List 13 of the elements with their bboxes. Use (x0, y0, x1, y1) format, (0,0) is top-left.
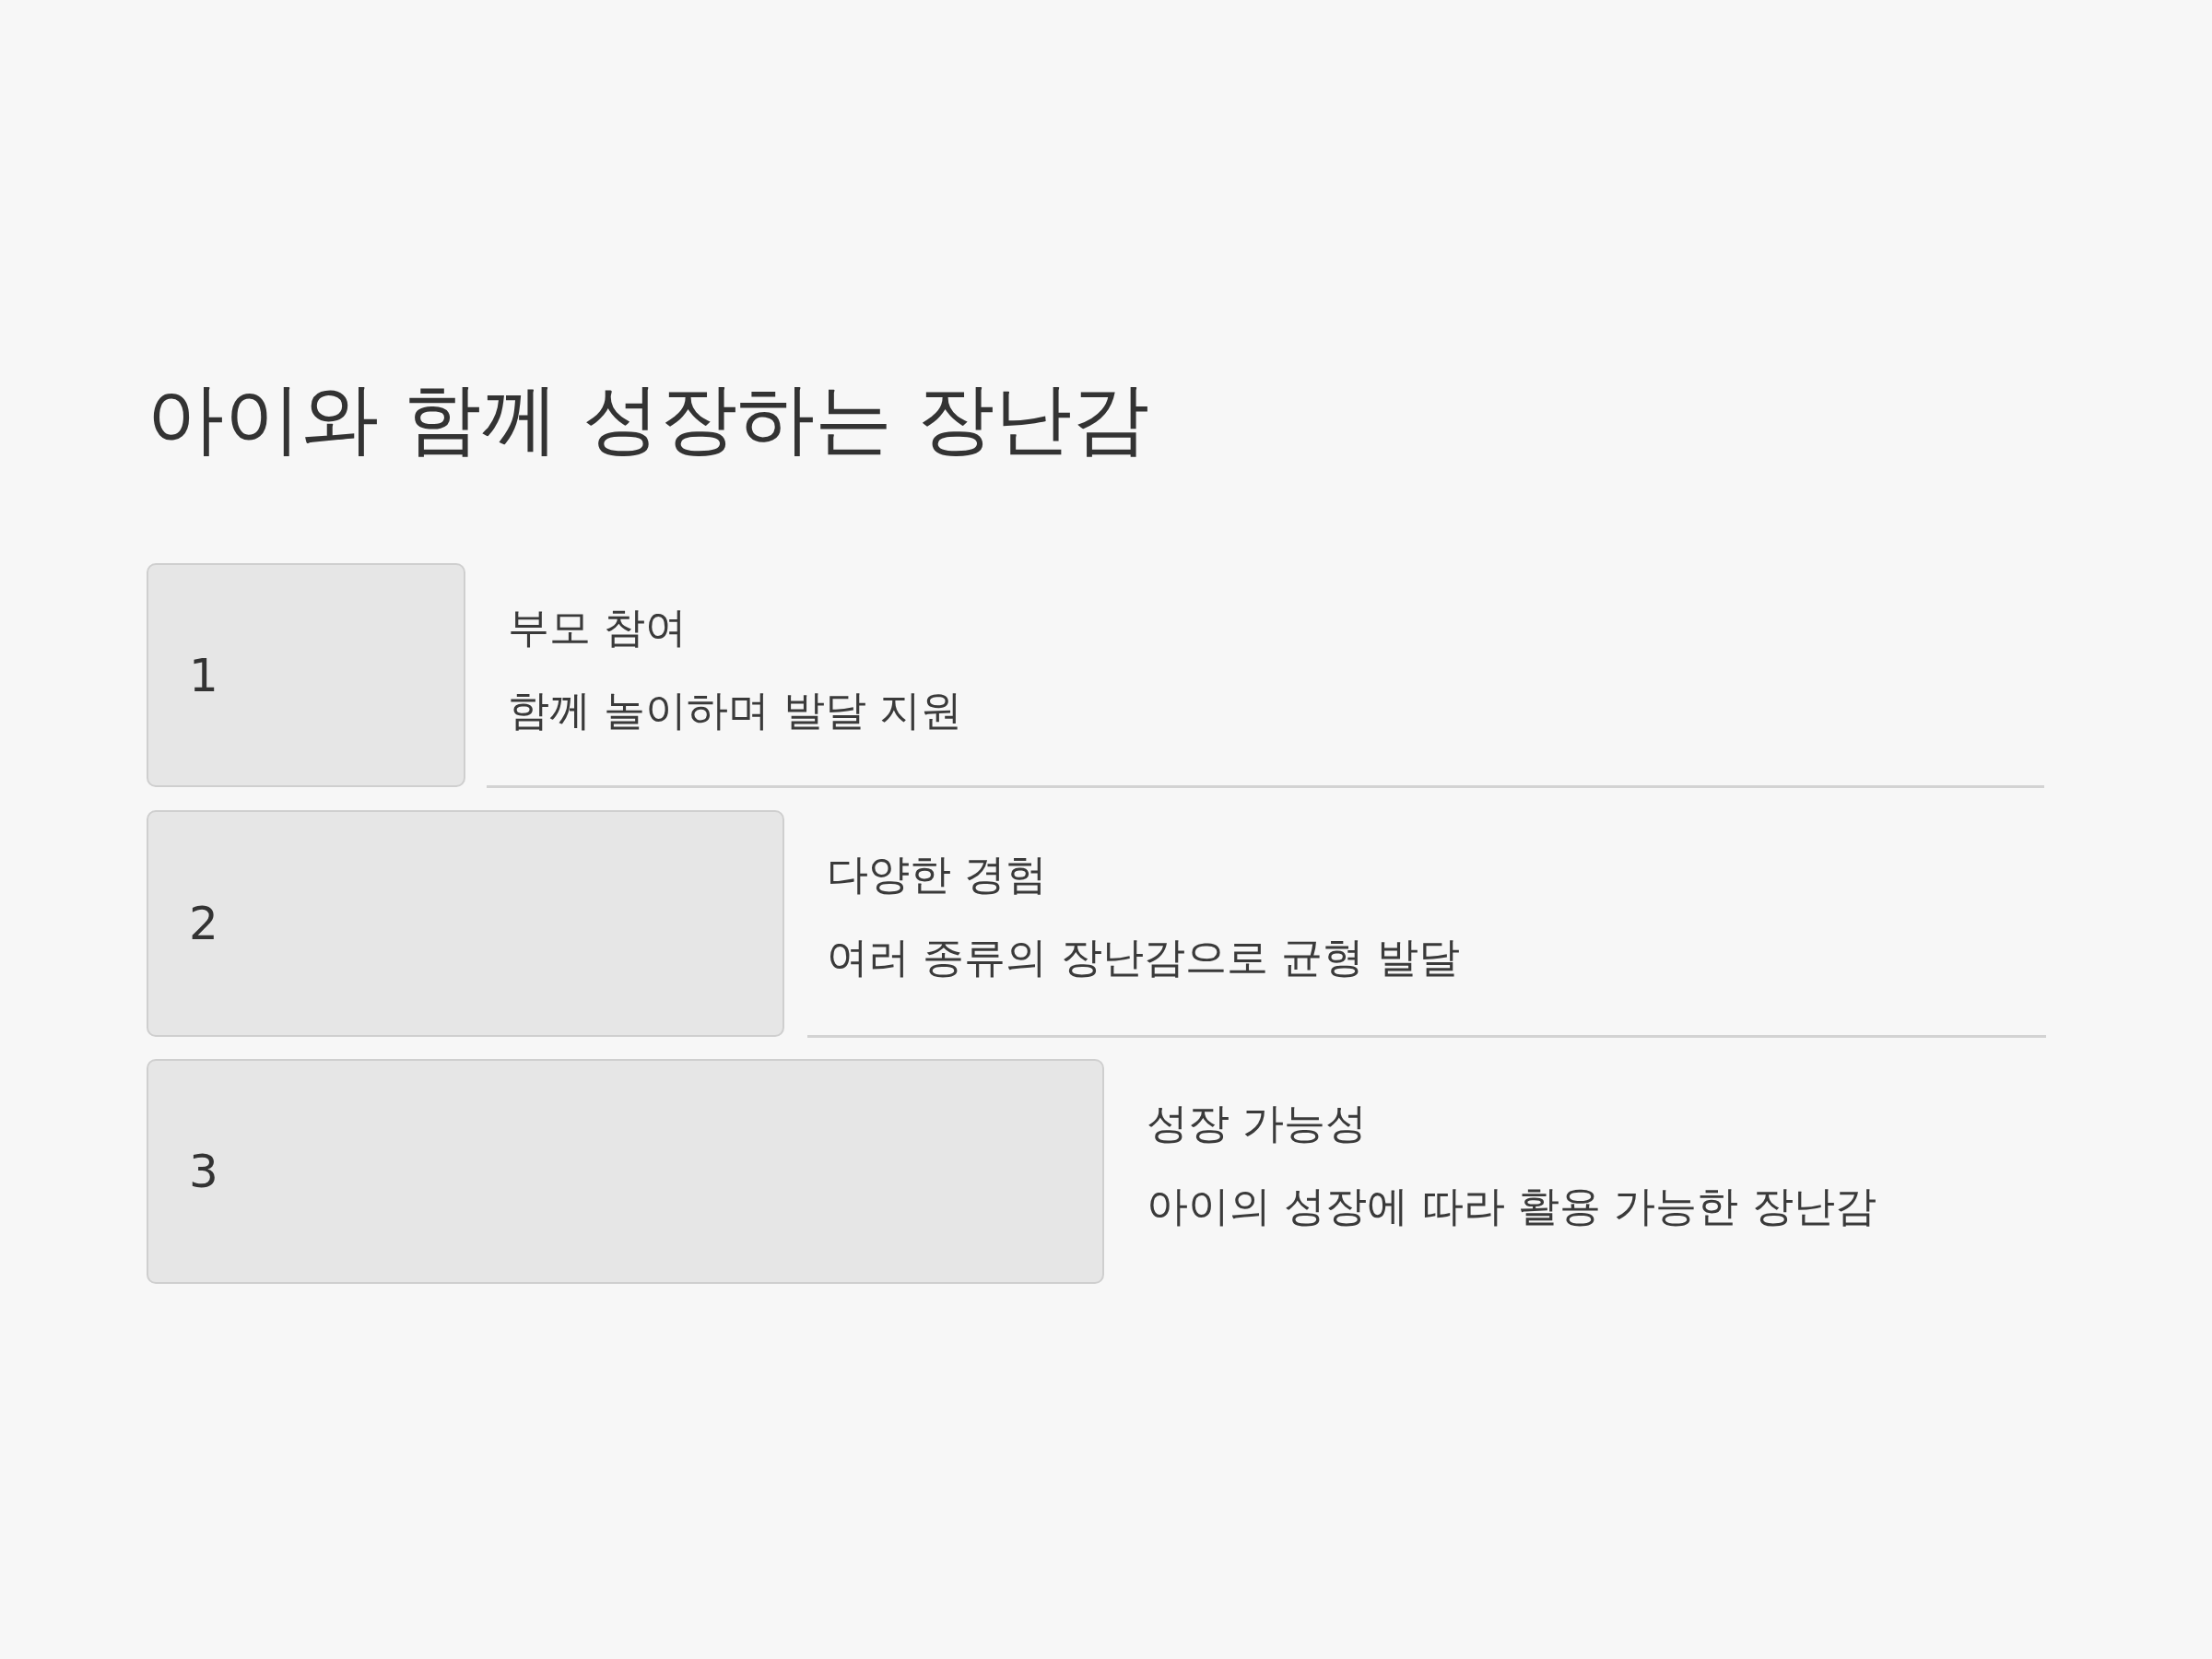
step-box (147, 563, 465, 787)
step-box (147, 1059, 1104, 1284)
step-heading: 성장 가능성 (1147, 1099, 1368, 1148)
step-number: 1 (189, 652, 218, 699)
step-heading: 부모 참여 (508, 603, 688, 653)
step-box (147, 810, 784, 1037)
step-number: 3 (189, 1148, 218, 1194)
title: 아이와 함께 성장하는 장난감 (147, 380, 1150, 457)
step-heading: 다양한 경험 (827, 850, 1048, 900)
step-description: 여러 종류의 장난감으로 균형 발달 (827, 933, 1461, 982)
step-description: 아이의 성장에 따라 활용 가능한 장난감 (1147, 1182, 1877, 1231)
step-description: 함께 놀이하며 발달 지원 (508, 686, 962, 735)
step-number: 2 (189, 900, 218, 947)
